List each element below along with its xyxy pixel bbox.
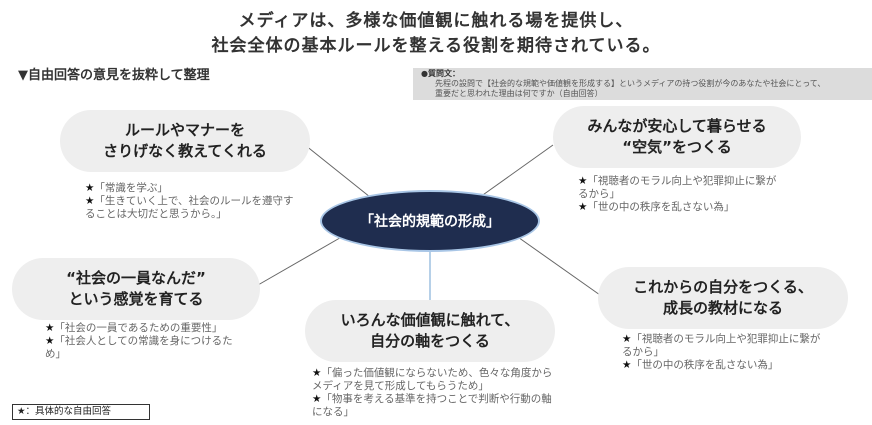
star-icon: ★ [85, 182, 95, 194]
node-title: ルールやマナーを [124, 121, 245, 139]
question-line-2: 重要だと思われた理由は何ですか（自由回答） [435, 89, 603, 98]
comment: 「物事を考える基準を持つことで判断や行動の軸になる」 [312, 393, 552, 418]
node-title: “空気”をつくる [622, 138, 732, 156]
comment: 「世の中の秩序を乱さない為」 [631, 359, 779, 371]
star-icon: ★ [578, 175, 588, 187]
star-icon: ★ [622, 359, 632, 371]
question-heading: ●質問文： [421, 69, 460, 78]
node-title: 成長の教材になる [662, 299, 783, 317]
star-icon: ★ [45, 335, 55, 347]
star-icon: ★ [45, 322, 55, 334]
node-title: これからの自分をつくる、 [633, 278, 813, 296]
legend: ★：具体的な自由回答 [12, 404, 150, 420]
comments-growth-material: ★「視聴者のモラル向上や犯罪抑止に繋がるから」 ★「世の中の秩序を乱さない為」 [622, 333, 822, 372]
comments-rules-manners: ★「常識を学ぶ」 ★「生きていく上で、社会のルールを遵守することは大切だと思うか… [85, 182, 295, 221]
node-member-of-society: “社会の一員なんだ” という感覚を育てる [12, 258, 260, 320]
node-title: みんなが安心して暮らせる [587, 117, 767, 135]
star-icon: ★ [85, 195, 95, 207]
node-title: さりげなく教えてくれる [103, 142, 267, 160]
node-title: “社会の一員なんだ” [66, 269, 206, 287]
question-line-1: 先程の設問で【社会的な規範や価値観を形成する】というメディアの持つ役割が今のあな… [435, 79, 826, 88]
comments-member-of-society: ★「社会の一員であるための重要性」 ★「社会人としての常識を身につけるため」 [45, 322, 245, 361]
node-growth-material: これからの自分をつくる、成長の教材になる [598, 267, 848, 329]
section-subtitle: ▼自由回答の意見を抜粋して整理 [18, 68, 210, 83]
comments-safe-atmosphere: ★「視聴者のモラル向上や犯罪抑止に繋がるから」 ★「世の中の秩序を乱さない為」 [578, 175, 778, 214]
comment: 「視聴者のモラル向上や犯罪抑止に繋がるから」 [622, 333, 821, 358]
comment: 「社会の一員であるための重要性」 [54, 322, 223, 334]
comment: 「偏った価値観にならないため、色々な角度からメディアを見て形成してもらうため」 [312, 367, 553, 392]
comment: 「社会人としての常識を身につけるため」 [45, 335, 233, 360]
star-icon: ★ [312, 367, 322, 379]
star-icon: ★ [622, 333, 632, 345]
node-title: 自分の軸をつくる [370, 332, 490, 350]
headline-line-1: メディアは、多様な価値観に触れる場を提供し、 [238, 11, 634, 31]
comment: 「視聴者のモラル向上や犯罪抑止に繋がるから」 [578, 175, 777, 200]
headline-line-2: 社会全体の基本ルールを整える役割を期待されている。 [211, 36, 661, 56]
comments-diverse-values: ★「偏った価値観にならないため、色々な角度からメディアを見て形成してもらうため」… [312, 367, 562, 419]
comment: 「常識を学ぶ」 [94, 182, 168, 194]
node-rules-manners: ルールやマナーをさりげなく教えてくれる [60, 110, 310, 172]
comment: 「生きていく上で、社会のルールを遵守することは大切だと思うから。」 [85, 195, 294, 220]
comment: 「世の中の秩序を乱さない為」 [587, 201, 735, 213]
star-icon: ★ [312, 393, 322, 405]
node-safe-atmosphere: みんなが安心して暮らせる “空気”をつくる [553, 106, 801, 168]
question-box: ●質問文： 先程の設問で【社会的な規範や価値観を形成する】というメディアの持つ役… [413, 68, 872, 100]
node-title: という感覚を育てる [68, 290, 204, 308]
node-title: いろんな価値観に触れて、 [340, 311, 520, 329]
node-diverse-values: いろんな価値観に触れて、自分の軸をつくる [305, 300, 555, 362]
center-node: 「社会的規範の形成」 [320, 190, 540, 252]
star-icon: ★ [578, 201, 588, 213]
